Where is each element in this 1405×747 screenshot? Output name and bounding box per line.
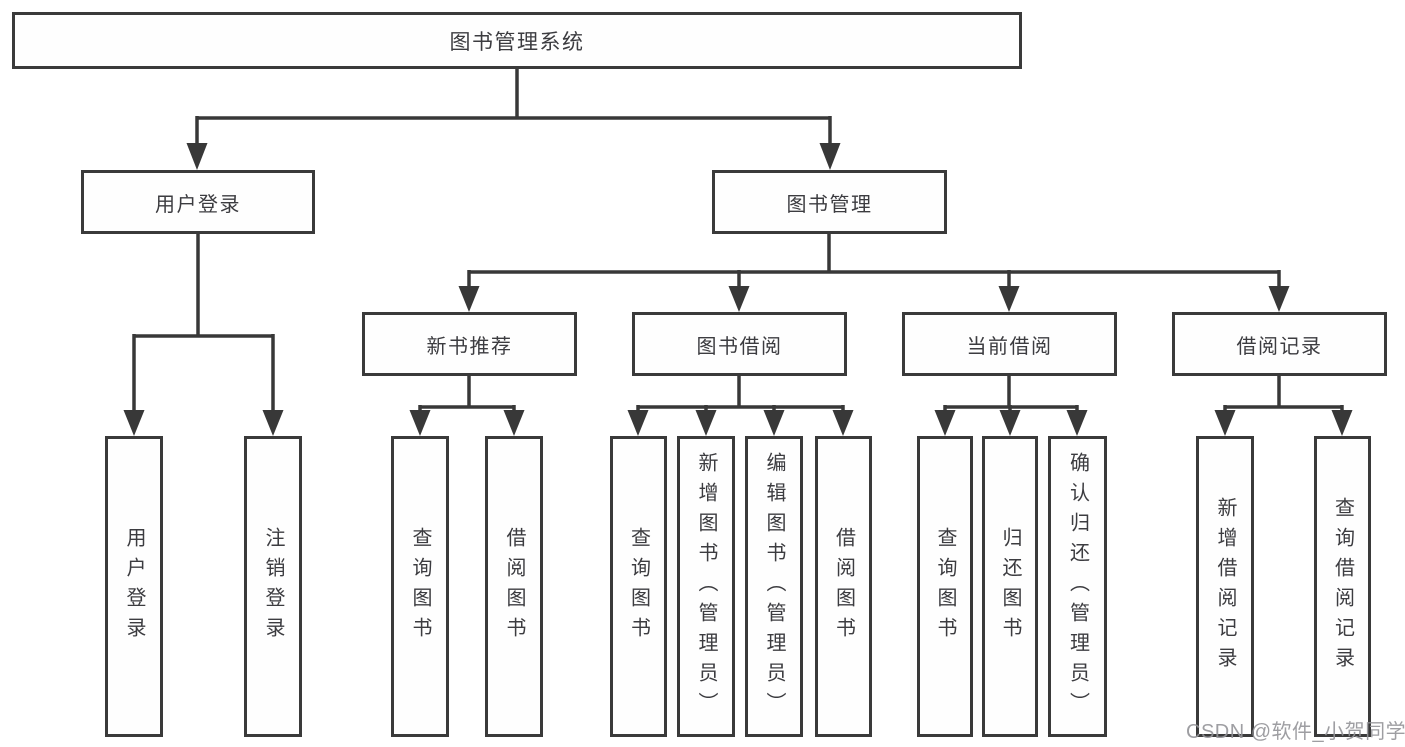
leaf-add-book-admin: 新增图书（管理员）: [677, 436, 735, 737]
leaf-confirm-return-admin-label: 确认归还（管理员）: [1066, 451, 1089, 722]
node-book-management-label: 图书管理: [786, 193, 873, 216]
leaf-borrow-query-book: 查询图书: [610, 436, 667, 737]
leaf-return-book-label: 归还图书: [999, 526, 1021, 647]
leaf-borrow-book-label: 借阅图书: [832, 526, 855, 647]
node-borrow-record-label: 借阅记录: [1236, 335, 1323, 358]
leaf-borrow-book: 借阅图书: [815, 436, 872, 737]
node-book-borrow: 图书借阅: [632, 312, 847, 376]
node-book-borrow-label: 图书借阅: [696, 335, 783, 358]
leaf-current-query-book: 查询图书: [917, 436, 973, 737]
node-current-borrow: 当前借阅: [902, 312, 1117, 376]
leaf-logout: 注销登录: [244, 436, 302, 737]
leaf-query-borrow-record: 查询借阅记录: [1314, 436, 1371, 737]
node-root-system: 图书管理系统: [12, 12, 1022, 69]
leaf-borrow-query-book-label: 查询图书: [627, 526, 650, 647]
leaf-query-borrow-record-label: 查询借阅记录: [1331, 496, 1354, 677]
node-borrow-record: 借阅记录: [1172, 312, 1387, 376]
leaf-user-login-label: 用户登录: [123, 526, 145, 647]
leaf-newbook-query-book-label: 查询图书: [409, 526, 431, 647]
leaf-user-login: 用户登录: [105, 436, 163, 737]
leaf-newbook-borrow-book-label: 借阅图书: [503, 526, 525, 647]
leaf-return-book: 归还图书: [982, 436, 1038, 737]
csdn-watermark: CSDN @软件_小贺同学: [1186, 721, 1405, 743]
leaf-edit-book-admin-label: 编辑图书（管理员）: [763, 451, 785, 722]
leaf-newbook-query-book: 查询图书: [391, 436, 449, 737]
arrowheads: [123, 143, 1353, 436]
leaf-logout-label: 注销登录: [262, 526, 284, 647]
leaf-newbook-borrow-book: 借阅图书: [485, 436, 543, 737]
node-book-management: 图书管理: [712, 170, 947, 234]
node-user-login-label: 用户登录: [155, 193, 241, 216]
node-root-system-label: 图书管理系统: [449, 30, 585, 54]
leaf-confirm-return-admin: 确认归还（管理员）: [1048, 436, 1107, 737]
node-new-book-recommend-label: 新书推荐: [426, 335, 513, 358]
leaf-edit-book-admin: 编辑图书（管理员）: [745, 436, 803, 737]
leaf-current-query-book-label: 查询图书: [934, 526, 956, 647]
node-current-borrow-label: 当前借阅: [966, 335, 1053, 358]
leaf-add-borrow-record: 新增借阅记录: [1196, 436, 1254, 737]
leaf-add-borrow-record-label: 新增借阅记录: [1214, 496, 1236, 677]
leaf-add-book-admin-label: 新增图书（管理员）: [695, 451, 717, 722]
node-new-book-recommend: 新书推荐: [362, 312, 577, 376]
node-user-login: 用户登录: [81, 170, 315, 234]
